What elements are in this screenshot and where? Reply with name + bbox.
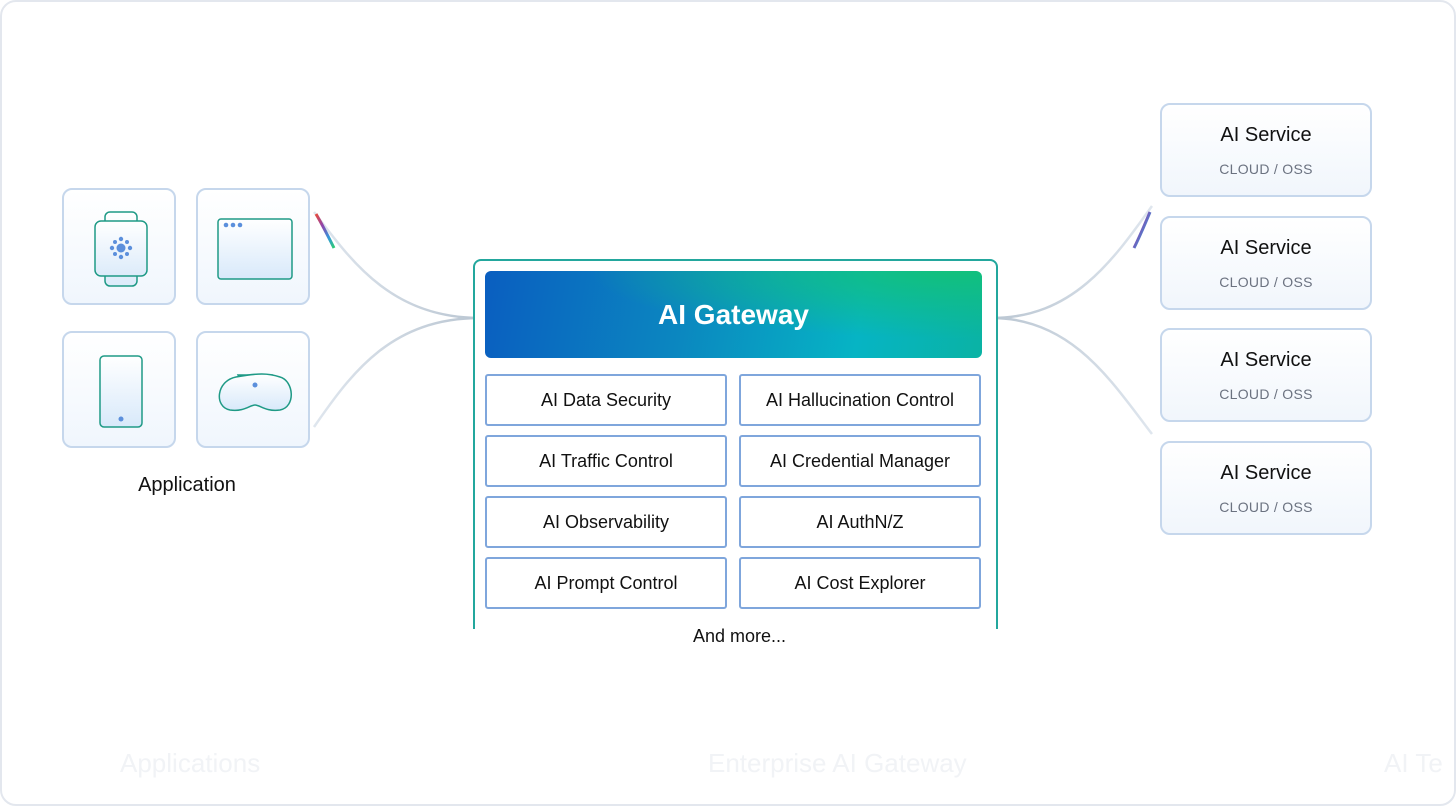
application-label: Application: [138, 474, 236, 496]
browser-window-icon: [217, 218, 293, 280]
vr-headset-icon: [218, 373, 292, 412]
connector-accent-right: [1132, 211, 1152, 249]
service-subtitle: CLOUD / OSS: [1219, 161, 1313, 177]
smartwatch-icon: [94, 211, 148, 287]
feature-data-security: AI Data Security: [485, 374, 727, 426]
and-more-label: And more...: [692, 626, 787, 646]
bg-label-enterprise-gateway: Enterprise AI Gateway: [708, 748, 967, 778]
service-card: AI Service CLOUD / OSS: [1160, 441, 1372, 535]
feature-observability: AI Observability: [485, 496, 727, 548]
service-title: AI Service: [1220, 124, 1312, 146]
service-card: AI Service CLOUD / OSS: [1160, 103, 1372, 197]
bg-label-applications: Applications: [120, 748, 261, 778]
service-card: AI Service CLOUD / OSS: [1160, 328, 1372, 422]
connector-svc-1: [991, 205, 1154, 320]
feature-authn-z: AI AuthN/Z: [739, 496, 981, 548]
gateway-title: AI Gateway: [485, 271, 982, 358]
app-tile-browser: [196, 188, 310, 305]
app-tile-phone: [62, 331, 176, 448]
app-tile-headset: [196, 331, 310, 448]
service-title: AI Service: [1220, 349, 1312, 371]
feature-prompt-control: AI Prompt Control: [485, 557, 727, 609]
service-subtitle: CLOUD / OSS: [1219, 386, 1313, 402]
service-title: AI Service: [1220, 237, 1312, 259]
service-subtitle: CLOUD / OSS: [1219, 274, 1313, 290]
feature-credential-manager: AI Credential Manager: [739, 435, 981, 487]
connector-svc-3: [991, 316, 1153, 435]
feature-cost-explorer: AI Cost Explorer: [739, 557, 981, 609]
connector-app-top: [313, 211, 481, 320]
service-subtitle: CLOUD / OSS: [1219, 499, 1313, 515]
connector-accent-left: [314, 213, 336, 249]
service-title: AI Service: [1220, 462, 1312, 484]
app-tile-watch: [62, 188, 176, 305]
bg-label-ai-te: AI Te: [1384, 748, 1443, 778]
feature-hallucination-control: AI Hallucination Control: [739, 374, 981, 426]
connector-app-bottom: [312, 316, 481, 428]
service-card: AI Service CLOUD / OSS: [1160, 216, 1372, 310]
feature-traffic-control: AI Traffic Control: [485, 435, 727, 487]
smartphone-icon: [99, 355, 143, 428]
